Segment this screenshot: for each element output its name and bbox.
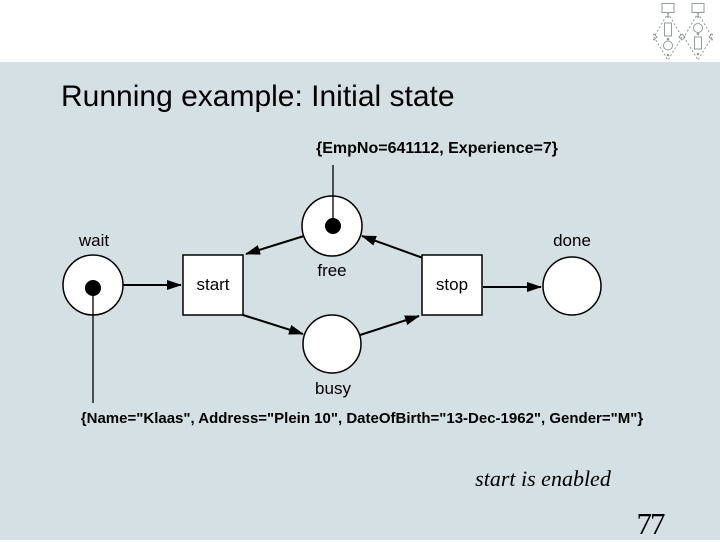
place-label-free: free (317, 261, 347, 280)
place-label-wait: wait (78, 231, 110, 250)
page-title: Running example: Initial state (61, 80, 455, 113)
place-busy (302, 314, 362, 374)
token-wait (85, 280, 101, 296)
petri-net-logo-icon (653, 3, 713, 61)
token-annotation-top: {EmpNo=641112, Experience=7} (316, 140, 558, 157)
token-free (325, 218, 341, 234)
transition-start (182, 254, 244, 316)
transition-label-stop: stop (435, 275, 469, 294)
arc-start-busy (242, 314, 304, 335)
arc-stop-free (361, 235, 424, 259)
arc-busy-stop (359, 315, 420, 336)
slide-caption: start is enabled (475, 466, 611, 491)
transition-label-start: start (196, 275, 230, 294)
arc-free-start (245, 235, 305, 255)
place-label-done: done (553, 231, 591, 250)
place-label-busy: busy (315, 379, 351, 398)
slide-background (0, 62, 720, 540)
place-done (542, 256, 602, 316)
arcs (123, 235, 542, 336)
token-annotation-bottom: {Name="Klaas", Address="Plein 10", DateO… (80, 410, 644, 427)
page-number: 77 (636, 506, 666, 541)
transition-stop (421, 254, 483, 316)
